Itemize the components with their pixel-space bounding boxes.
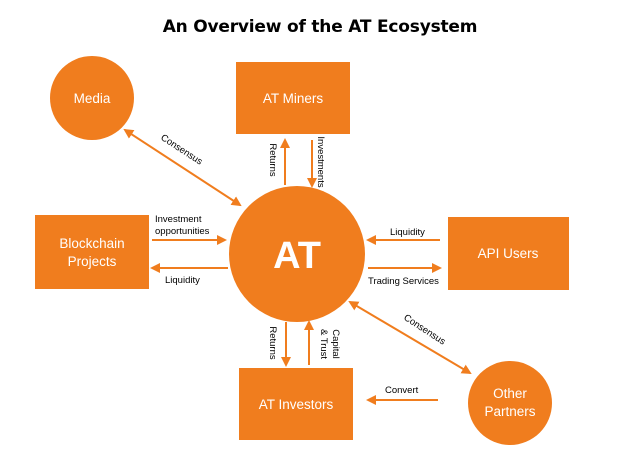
- node-media: Media: [50, 56, 134, 140]
- node-investors: AT Investors: [239, 368, 353, 440]
- node-api-users-label: API Users: [478, 246, 539, 261]
- arrows: [123, 128, 472, 405]
- edge-label-capital-2: & Trust: [318, 329, 329, 359]
- node-at: AT: [229, 186, 365, 322]
- edge-label-partners-consensus: Consensus: [401, 312, 447, 347]
- edge-label-convert: Convert: [385, 385, 419, 396]
- edge-label-media-consensus: Consensus: [158, 132, 204, 167]
- node-miners-label: AT Miners: [263, 91, 324, 106]
- node-api-users: API Users: [448, 217, 569, 290]
- edge-label-capital-1: Capital: [330, 329, 341, 359]
- node-blockchain-label-2: Projects: [68, 254, 117, 269]
- edge-label-miners-returns: Returns: [267, 143, 278, 177]
- node-media-label: Media: [74, 91, 111, 106]
- node-miners: AT Miners: [236, 62, 350, 134]
- edge-label-api-liquidity: Liquidity: [390, 227, 425, 238]
- node-at-label: AT: [273, 235, 321, 277]
- edge-label-investment-2: opportunities: [155, 226, 210, 237]
- node-partners-label-1: Other: [493, 386, 527, 401]
- node-investors-label: AT Investors: [259, 397, 334, 412]
- node-blockchain: Blockchain Projects: [35, 215, 149, 289]
- edge-label-investment-1: Investment: [155, 214, 202, 225]
- edge-label-trading-services: Trading Services: [368, 276, 439, 287]
- arrow-partners-at: [348, 300, 472, 375]
- node-partners-label-2: Partners: [484, 404, 535, 419]
- edge-label-blockchain-liquidity: Liquidity: [165, 275, 200, 286]
- arrow-media-at: [123, 128, 242, 207]
- page-title: An Overview of the AT Ecosystem: [162, 17, 478, 37]
- edge-label-investors-returns: Returns: [267, 326, 278, 360]
- node-blockchain-label-1: Blockchain: [59, 236, 124, 251]
- edge-label-miners-investments: Investments: [315, 136, 326, 187]
- node-partners: Other Partners: [468, 361, 552, 445]
